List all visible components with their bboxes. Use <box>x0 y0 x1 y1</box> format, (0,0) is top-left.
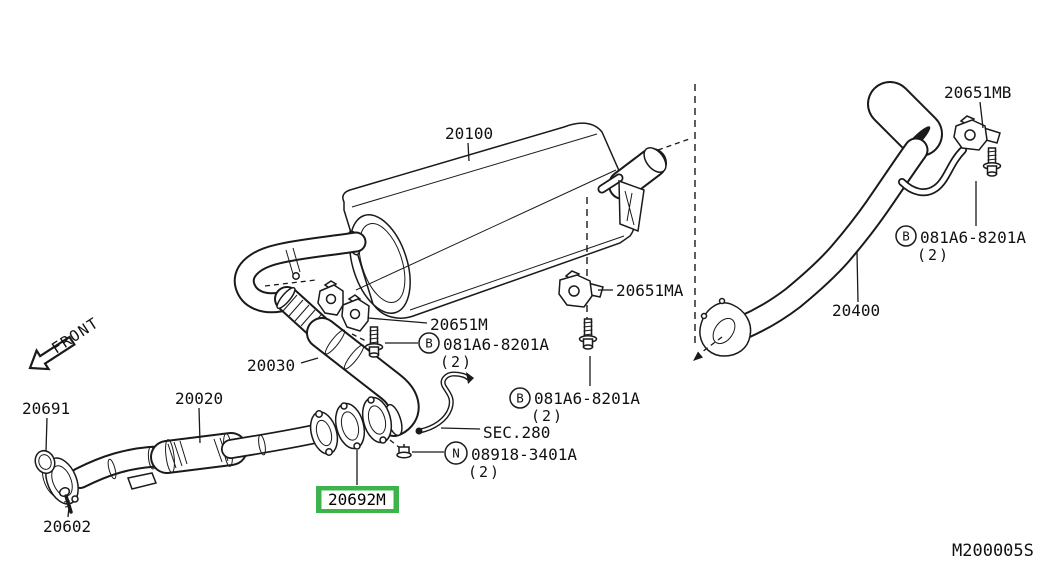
label-insulator[interactable]: 20651M <box>430 315 488 334</box>
ring-gasket-drawing <box>34 449 56 475</box>
flow-arrowhead <box>693 351 703 361</box>
front-tube-drawing <box>41 410 339 505</box>
bolt-symbol: B <box>902 229 910 244</box>
label-ring-gasket[interactable]: 20691 <box>22 399 70 418</box>
label-tail-pipe[interactable]: 20400 <box>832 301 880 320</box>
front-arrow-icon <box>28 335 76 371</box>
label-muffler[interactable]: 20100 <box>445 124 493 143</box>
highlighted-part-callout[interactable]: 20692M <box>316 486 399 513</box>
label-center-pipe[interactable]: 20030 <box>247 356 295 375</box>
sensor-harness-drawing <box>415 371 474 435</box>
label-qty: (2) <box>531 407 564 425</box>
label-insulator-a[interactable]: 20651MA <box>616 281 684 300</box>
tail-pipe-drawing <box>699 81 967 357</box>
front-label: FRONT <box>48 314 102 358</box>
label-bolt-code: 081A6-8201A <box>534 389 640 408</box>
label-qty: (2) <box>468 463 501 481</box>
bolt-icon <box>578 318 598 350</box>
callout-bolt-right[interactable]: B 081A6-8201A (2) <box>895 225 1026 264</box>
nut-icon <box>396 444 412 459</box>
insulator-20651mb-drawing <box>953 115 1001 151</box>
label-section-ref[interactable]: SEC.280 <box>483 423 550 442</box>
label-insulator-b[interactable]: 20651MB <box>944 83 1011 102</box>
front-bolt-drawing <box>58 487 73 514</box>
callout-bolt-mid-left[interactable]: B 081A6-8201A (2) <box>418 332 549 371</box>
gasket-20692m-drawing <box>334 402 366 450</box>
highlight-inner-box <box>321 490 394 509</box>
label-qty: (2) <box>917 246 950 264</box>
bolt-icon <box>364 326 384 358</box>
nut-symbol: N <box>452 446 460 461</box>
gasket-right-drawing <box>361 396 393 444</box>
callout-bolt-mid[interactable]: B 081A6-8201A (2) <box>509 387 640 425</box>
insulator-20651ma-drawing <box>558 270 604 308</box>
bolt-symbol: B <box>516 391 524 406</box>
center-pipe-drawing <box>233 231 420 437</box>
label-front-tube[interactable]: 20020 <box>175 389 223 408</box>
drawing-code: M200005S <box>952 541 1034 561</box>
label-qty: (2) <box>440 353 473 371</box>
bolt-icon <box>982 147 1002 177</box>
label-gasket-highlighted: 20692M <box>328 490 386 509</box>
muffler-drawing <box>342 122 667 319</box>
callout-nut[interactable]: N 08918-3401A (2) <box>444 441 577 481</box>
label-front-bolt[interactable]: 20602 <box>43 517 91 536</box>
bolt-symbol: B <box>425 336 433 351</box>
leader-lines <box>45 101 984 518</box>
label-bolt-code: 081A6-8201A <box>443 335 549 354</box>
label-nut-code: 08918-3401A <box>471 445 577 464</box>
label-bolt-code: 081A6-8201A <box>920 228 1026 247</box>
insulator-20651m-drawing <box>317 280 370 332</box>
